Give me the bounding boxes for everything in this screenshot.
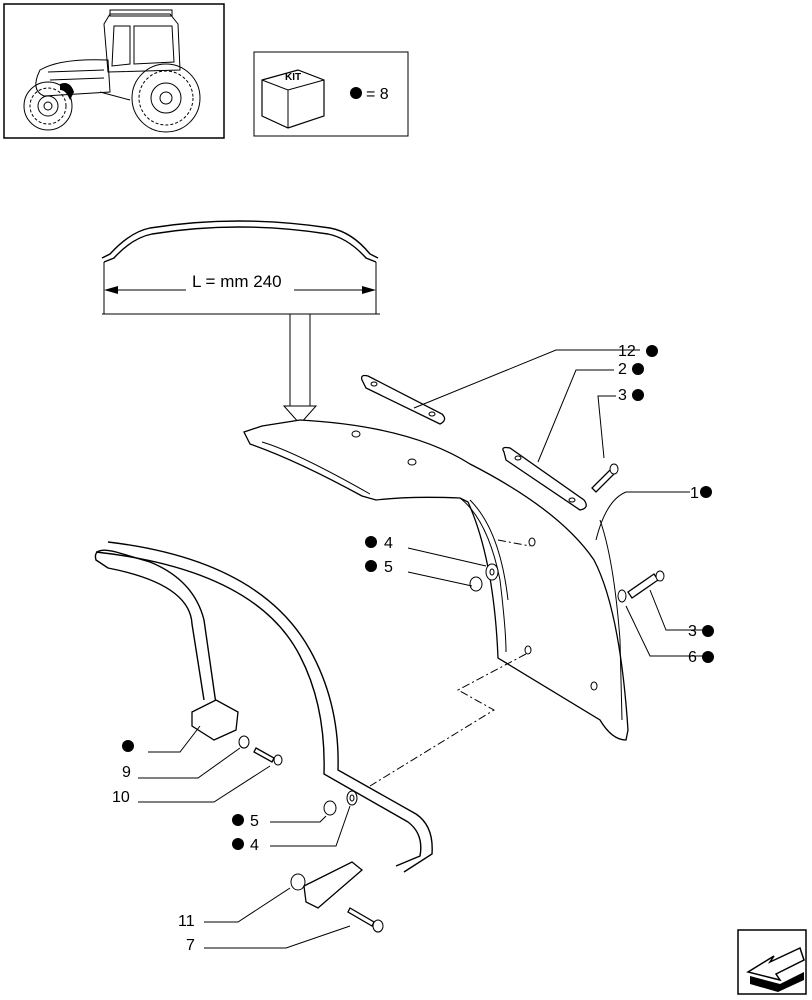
- svg-text:4: 4: [384, 535, 393, 552]
- kit-dot-icon: [632, 389, 644, 401]
- callout-1: 1: [690, 485, 712, 502]
- kit-legend: KIT = 8: [253, 51, 409, 137]
- callout-5-upper: 5: [365, 559, 393, 576]
- callout-3-lower: 3: [688, 623, 714, 640]
- svg-text:9: 9: [122, 764, 131, 781]
- spacer-washer-upper: [469, 563, 499, 592]
- svg-text:12: 12: [618, 343, 636, 360]
- kit-dot-icon: [632, 363, 644, 375]
- callout-12: 12: [618, 343, 658, 360]
- callout-11: 11: [178, 913, 195, 930]
- support-tube: [94, 541, 433, 909]
- bolt-7: [347, 907, 384, 933]
- kit-dot-icon: [646, 345, 658, 357]
- kit-dot-icon: [350, 87, 362, 99]
- fender-part: [243, 419, 629, 741]
- bolt-upper: [591, 463, 619, 493]
- spacer-washer-lower: [323, 790, 358, 816]
- callout-support-kit: [122, 740, 134, 752]
- kit-dot-icon: [702, 625, 714, 637]
- svg-text:7: 7: [186, 937, 195, 954]
- callout-10: 10: [112, 789, 130, 806]
- callout-3-upper: 3: [618, 387, 644, 404]
- kit-dot-icon: [702, 651, 714, 663]
- kit-dot-icon: [365, 560, 377, 572]
- svg-text:11: 11: [178, 913, 195, 930]
- callout-2: 2: [618, 361, 644, 378]
- kit-dot-icon: [232, 838, 244, 850]
- callout-4-lower: 4: [232, 837, 259, 854]
- kit-dot-icon: [365, 536, 377, 548]
- svg-text:2: 2: [618, 361, 627, 378]
- bolt-10: [238, 735, 283, 766]
- alignment-lines: [369, 539, 531, 787]
- svg-text:5: 5: [384, 559, 393, 576]
- callout-9: 9: [122, 764, 131, 781]
- spacer-11: [290, 873, 306, 891]
- bolt-right: [617, 570, 665, 603]
- callout-4-upper: 4: [365, 535, 393, 552]
- strap-plate-lower: [502, 446, 587, 511]
- kit-dot-icon: [700, 486, 712, 498]
- svg-text:3: 3: [688, 623, 697, 640]
- callout-6: 6: [688, 649, 714, 666]
- kit-box-icon: [261, 69, 325, 129]
- kit-box-label: KIT: [285, 72, 301, 83]
- callout-7: 7: [186, 937, 195, 954]
- strap-plate-upper: [360, 374, 446, 425]
- kit-dot-icon: [122, 740, 134, 752]
- svg-text:6: 6: [688, 649, 697, 666]
- svg-text:5: 5: [250, 813, 259, 830]
- section-profile: L = mm 240: [101, 220, 380, 425]
- previous-page-arrow-icon[interactable]: [737, 929, 807, 995]
- callout-5-lower: 5: [232, 813, 259, 830]
- dimension-label: L = mm 240: [192, 272, 282, 291]
- svg-text:3: 3: [618, 387, 627, 404]
- svg-text:10: 10: [112, 789, 130, 806]
- leader-lines: [138, 349, 706, 949]
- svg-text:4: 4: [250, 837, 259, 854]
- svg-text:1: 1: [690, 485, 699, 502]
- kit-dot-icon: [232, 814, 244, 826]
- kit-quantity: = 8: [366, 86, 389, 103]
- tractor-thumbnail-icon: [3, 3, 225, 139]
